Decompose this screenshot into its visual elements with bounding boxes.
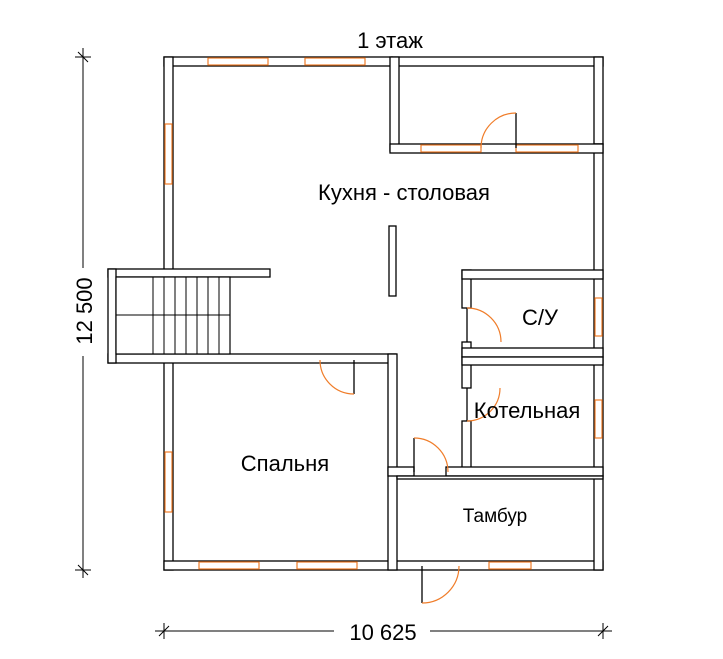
room-label-kitchen: Кухня - столовая: [318, 180, 490, 205]
door-storage-swing: [480, 112, 517, 149]
dimension-vertical-tick: [77, 51, 89, 63]
door-bedroom-swing: [319, 359, 355, 395]
wall-top-right: [391, 56, 604, 67]
room-label-bedroom: Спальня: [241, 451, 329, 476]
wall-kitchen-partition: [388, 225, 397, 297]
wall-vestibule-inner: [396, 475, 604, 480]
dimension-vertical-label-bg: [70, 268, 96, 356]
wall-boiler-bottom: [445, 466, 604, 477]
window-top-1: [207, 57, 269, 66]
room-label-boiler: Котельная: [474, 398, 581, 423]
dimension-horizontal-tick: [158, 625, 170, 637]
room-label-vestibule: Тамбур: [463, 506, 528, 527]
wall-vestibule-top-left: [387, 466, 415, 477]
wall-bath-bottom: [461, 347, 604, 358]
room-label-bathroom: С/У: [522, 305, 559, 330]
dimension-vertical-label: 12 500: [72, 277, 97, 344]
window-storage-1: [420, 144, 482, 153]
wall-stair-bottom: [107, 353, 397, 364]
wall-stair-top: [107, 268, 271, 278]
dimension-horizontal-label: 10 625: [349, 620, 416, 645]
wall-storage-vertical: [389, 56, 400, 152]
window-bottom-1: [198, 561, 260, 570]
wall-right-upper: [593, 56, 604, 145]
dimension-horizontal-label-bg: [334, 620, 430, 644]
plan-title: 1 этаж: [357, 28, 423, 53]
doors: [319, 112, 517, 604]
wall-bath-top: [461, 269, 604, 280]
wall-boiler-top: [461, 356, 604, 366]
windows: [164, 57, 603, 570]
wall-bedroom-right: [387, 353, 398, 571]
window-left-upper: [164, 123, 173, 185]
wall-stair-left: [107, 268, 117, 364]
window-bath-right: [594, 297, 603, 337]
door-bath-swing: [466, 307, 502, 343]
window-left-lower: [164, 451, 173, 513]
window-boiler-right: [594, 399, 603, 439]
dimension-horizontal-tick: [597, 625, 609, 637]
door-boiler-swing: [466, 387, 501, 422]
window-top-2: [304, 57, 366, 66]
window-bottom-2: [296, 561, 358, 570]
dimension-horizontal: 10 625: [155, 620, 612, 645]
door-entrance-swing: [421, 565, 460, 604]
window-bottom-3: [488, 561, 532, 570]
staircase: [115, 276, 231, 355]
dimension-vertical: 12 500: [70, 48, 97, 578]
wall-storage-bottom: [389, 143, 604, 154]
window-storage-2: [515, 144, 579, 153]
dimension-vertical-tick: [77, 564, 89, 576]
door-vestibule-inner-swing: [413, 437, 449, 473]
